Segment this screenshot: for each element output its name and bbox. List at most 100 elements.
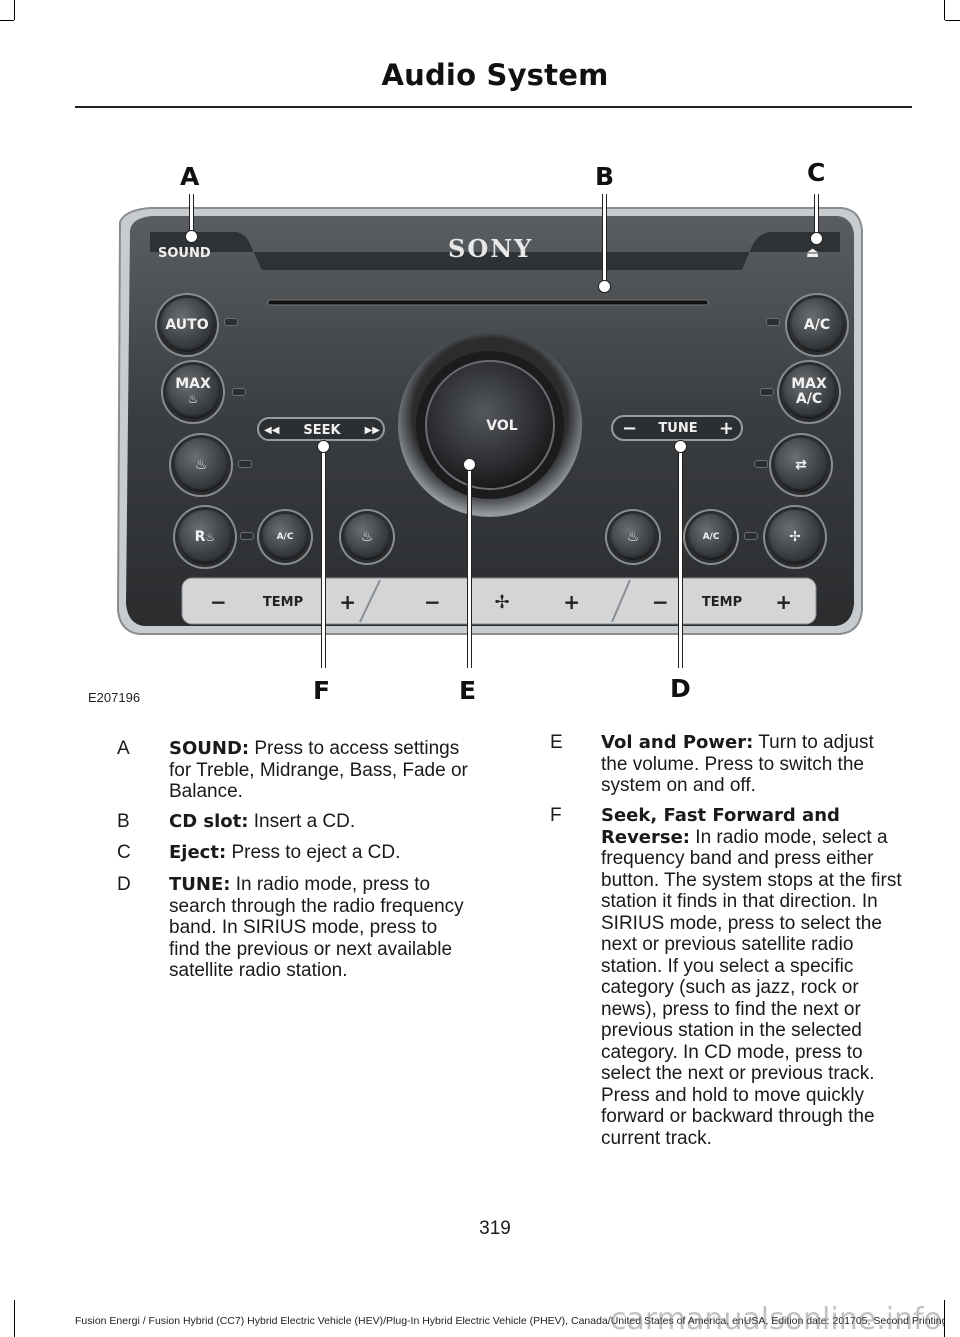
item-term: CD slot:: [169, 811, 249, 832]
callout-b-dot: [598, 280, 611, 293]
callout-e-leader: [467, 468, 472, 668]
watermark: carmanualsonline.info: [610, 1302, 942, 1337]
callout-c: C: [807, 158, 826, 187]
rear-defrost-icon: ♨: [205, 530, 216, 544]
item-text: TUNE: In radio mode, press to search thr…: [169, 874, 473, 982]
crop-mark: [14, 1300, 15, 1337]
audio-panel-figure: SONY SOUND ⏏ AUTO MAX ♨ ♨ R ♨ A/C ♨ ♨ A/…: [0, 150, 960, 710]
passenger-seat-ac-button[interactable]: A/C: [688, 514, 734, 560]
max-defrost-label: MAX: [175, 376, 211, 392]
callout-f: F: [313, 676, 331, 705]
driver-temp-control[interactable]: − TEMP +: [210, 590, 356, 614]
callout-d-leader: [678, 448, 683, 668]
item-description: Insert a CD.: [253, 811, 356, 832]
callout-f-leader: [321, 450, 326, 668]
temp-minus[interactable]: −: [210, 590, 227, 614]
rear-defrost-label: R: [194, 528, 206, 545]
crop-mark: [945, 20, 960, 21]
item-description: In radio mode, select a frequency band a…: [601, 826, 902, 1149]
fan-minus[interactable]: −: [424, 590, 441, 614]
title-divider: [75, 106, 912, 108]
fan-speed-control[interactable]: − ✢ +: [424, 590, 580, 614]
callout-c-leader: [814, 194, 819, 236]
seek-label: SEEK: [303, 422, 341, 438]
defrost-button[interactable]: ♨: [174, 438, 228, 492]
tune-control[interactable]: − TUNE +: [622, 417, 734, 439]
recirculation-button[interactable]: ⇄: [774, 438, 828, 492]
callout-e: E: [459, 676, 477, 705]
sound-button[interactable]: SOUND: [158, 246, 211, 261]
page-title: Audio System: [381, 58, 609, 92]
indicator-light: [766, 318, 780, 326]
item-letter: C: [117, 842, 131, 863]
item-text: Seek, Fast Forward and Reverse: In radio…: [601, 805, 903, 1149]
indicator-light: [760, 388, 774, 396]
eject-icon: ⏏: [806, 244, 820, 260]
indicator-light: [744, 532, 758, 540]
recirculation-icon: ⇄: [795, 456, 807, 473]
indicator-light: [754, 460, 768, 468]
callout-a-dot: [185, 230, 198, 243]
indicator-light: [238, 460, 252, 468]
tune-label: TUNE: [658, 420, 698, 436]
seat-heat-icon: ♨: [360, 528, 374, 545]
rear-defrost-button[interactable]: R ♨: [178, 510, 232, 564]
item-description: Press to eject a CD.: [231, 842, 401, 863]
fan-power-button[interactable]: ✢: [768, 510, 822, 564]
passenger-temp-control[interactable]: − TEMP +: [652, 590, 792, 614]
windshield-defrost-icon: ♨: [194, 456, 208, 473]
item-text: SOUND: Press to access settings for Treb…: [169, 738, 469, 803]
callout-c-dot: [810, 232, 823, 245]
item-letter: D: [117, 874, 131, 895]
temp-minus[interactable]: −: [652, 590, 669, 614]
page-number: 319: [479, 1218, 511, 1239]
item-term: Eject:: [169, 842, 227, 863]
crop-mark: [0, 20, 14, 21]
item-text: Eject: Press to eject a CD.: [169, 842, 469, 864]
callout-e-dot: [463, 458, 476, 471]
auto-button[interactable]: AUTO: [160, 298, 214, 352]
callout-b-leader: [602, 194, 607, 286]
max-ac-label-bottom: A/C: [795, 391, 823, 407]
item-letter: F: [550, 805, 562, 826]
driver-seat-heat-button[interactable]: ♨: [344, 514, 390, 560]
tune-minus[interactable]: −: [622, 417, 638, 439]
item-term: SOUND:: [169, 738, 250, 759]
temp-plus[interactable]: +: [339, 590, 356, 614]
panel-illustration: [116, 207, 863, 635]
fan-icon: ✢: [789, 528, 801, 545]
temp-plus[interactable]: +: [775, 590, 792, 614]
indicator-light: [240, 532, 254, 540]
tune-plus[interactable]: +: [718, 417, 734, 439]
seat-heat-icon: ♨: [626, 528, 640, 545]
max-ac-label-top: MAX: [791, 376, 827, 392]
crop-mark: [944, 1300, 945, 1337]
seek-forward-icon[interactable]: ▶▶: [364, 424, 380, 436]
seat-ac-label: A/C: [276, 531, 294, 542]
figure-code: E207196: [88, 690, 141, 705]
vol-label: VOL: [486, 418, 518, 434]
item-letter: E: [550, 732, 563, 753]
callout-a-leader: [189, 194, 194, 236]
max-ac-button[interactable]: MAX A/C: [782, 365, 836, 419]
max-defrost-button[interactable]: MAX ♨: [166, 365, 220, 419]
seek-back-icon[interactable]: ◀◀: [264, 424, 280, 436]
item-letter: A: [117, 738, 130, 759]
temp-label: TEMP: [701, 594, 743, 610]
item-description: Turn to adjust the volume. Press to swit…: [601, 732, 874, 796]
item-description: Press to access settings for Treble, Mid…: [169, 738, 468, 802]
crop-mark: [944, 0, 945, 20]
fan-plus[interactable]: +: [563, 590, 580, 614]
item-text: Vol and Power: Turn to adjust the volume…: [601, 732, 901, 797]
indicator-light: [224, 318, 238, 326]
callout-d-dot: [674, 440, 687, 453]
eject-button[interactable]: ⏏: [806, 244, 819, 261]
callout-a: A: [180, 162, 200, 191]
passenger-seat-heat-button[interactable]: ♨: [610, 514, 656, 560]
volume-knob[interactable]: VOL: [452, 418, 552, 434]
item-term: Vol and Power:: [601, 732, 754, 753]
driver-seat-ac-button[interactable]: A/C: [262, 514, 308, 560]
seek-control[interactable]: ◀◀ SEEK ▶▶: [264, 420, 380, 440]
ac-button[interactable]: A/C: [790, 298, 844, 352]
defrost-icon: ♨: [187, 392, 199, 406]
